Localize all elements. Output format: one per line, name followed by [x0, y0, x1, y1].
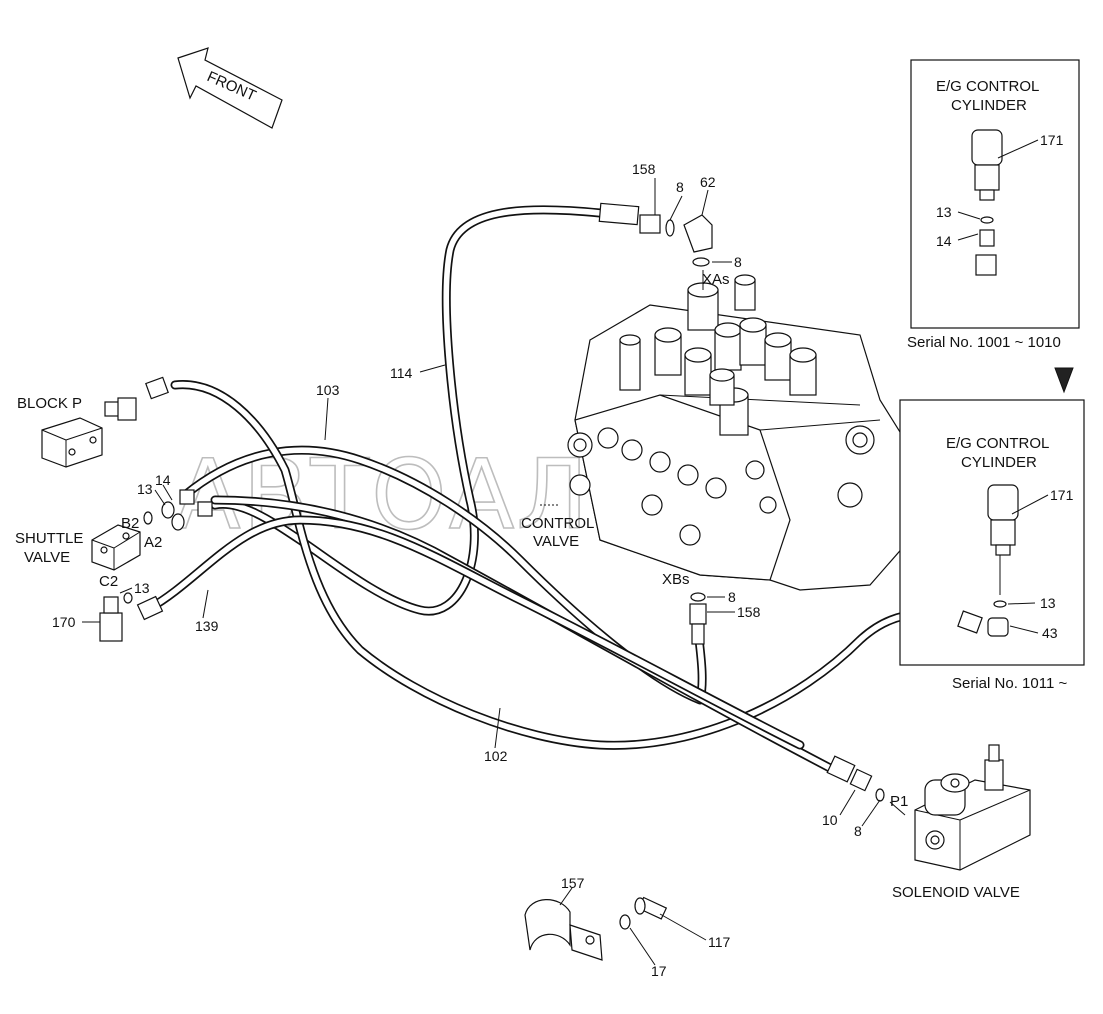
label-10: 10	[822, 812, 838, 828]
label-xas: XAs	[702, 271, 730, 288]
label-102: 102	[484, 748, 508, 764]
label-14-top: 14	[936, 233, 952, 249]
label-block-p: BLOCK P	[17, 395, 82, 412]
label-13-c2: 13	[134, 580, 150, 596]
label-117: 117	[708, 934, 731, 950]
eg-cylinder-top-box	[910, 59, 1080, 329]
label-p1: P1	[890, 793, 908, 810]
label-c2: C2	[99, 573, 118, 590]
label-171-bottom: 171	[1050, 487, 1074, 503]
label-control-valve: VALVE	[533, 533, 579, 550]
label-158-xbs: 158	[737, 604, 761, 620]
label-valve: VALVE	[24, 549, 70, 566]
label-103: 103	[316, 382, 340, 398]
shuttle-valve	[91, 489, 213, 571]
solenoid-valve	[914, 744, 1031, 871]
label-8-xas: 8	[734, 254, 742, 270]
fittings-xbs	[689, 592, 707, 645]
label-13-top: 13	[936, 204, 952, 220]
label-serial-top: Serial No. 1001 ~ 1010	[907, 334, 1061, 351]
label-xbs: XBs	[662, 571, 690, 588]
label-8-p1: 8	[854, 823, 862, 839]
label-158-top: 158	[632, 161, 656, 177]
label-13-left: 13	[137, 481, 153, 497]
front-arrow: FRONT	[177, 47, 283, 129]
label-eg-bottom-2: CYLINDER	[961, 454, 1037, 471]
arrow-down-icon	[1054, 367, 1074, 394]
clamp-assembly	[524, 896, 668, 961]
leader-lines	[82, 139, 1049, 966]
label-139: 139	[195, 618, 219, 634]
label-b2: B2	[121, 515, 139, 532]
control-valve-block	[567, 270, 906, 591]
label-serial-bottom: Serial No. 1011 ~	[952, 675, 1067, 692]
label-43: 43	[1042, 625, 1058, 641]
label-17: 17	[651, 963, 667, 979]
label-eg-top-2: CYLINDER	[951, 97, 1027, 114]
label-control: CONTROL	[521, 515, 594, 532]
fitting-170	[99, 592, 164, 642]
label-eg-top-1: E/G CONTROL	[936, 78, 1039, 95]
label-solenoid-valve: SOLENOID VALVE	[892, 884, 1020, 901]
label-62: 62	[700, 174, 716, 190]
block-p	[41, 376, 169, 468]
label-a2: A2	[144, 534, 162, 551]
eg-cylinder-bottom-box	[899, 399, 1085, 666]
fittings-p1	[826, 755, 885, 802]
label-157: 157	[561, 875, 585, 891]
fittings-top	[598, 202, 713, 267]
label-8-xbs: 8	[728, 589, 736, 605]
label-eg-bottom-1: E/G CONTROL	[946, 435, 1049, 452]
label-114: 114	[390, 365, 413, 381]
label-8-top: 8	[676, 179, 684, 195]
hose-139	[145, 515, 805, 750]
label-14-left: 14	[155, 472, 171, 488]
label-171-top: 171	[1040, 132, 1064, 148]
label-170: 170	[52, 614, 76, 630]
label-13-bottom: 13	[1040, 595, 1056, 611]
label-shuttle: SHUTTLE	[15, 530, 83, 547]
hose-102	[170, 380, 950, 750]
